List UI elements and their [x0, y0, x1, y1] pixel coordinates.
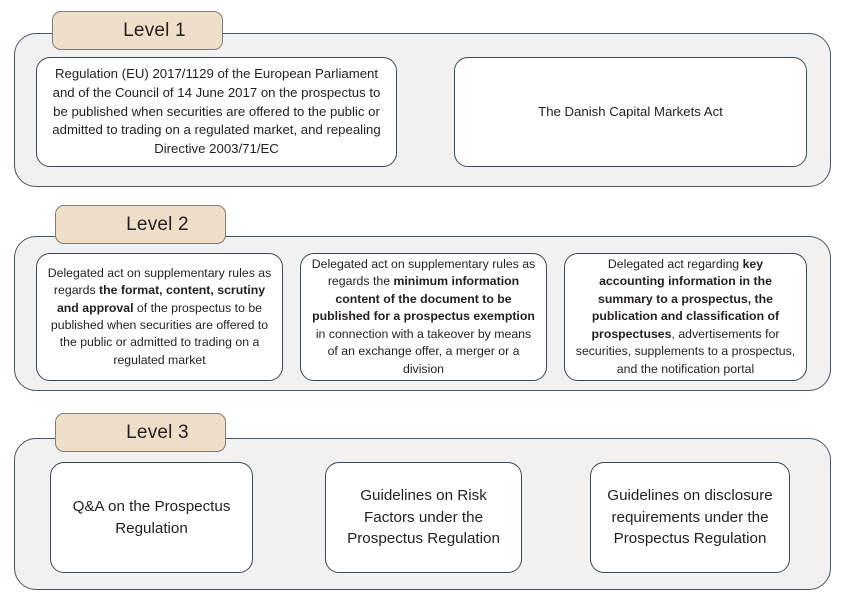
card-delegated-act-minimum-information-text: Delegated act on supplementary rules as … [311, 256, 536, 376]
card-danish-capital-markets-act[interactable]: The Danish Capital Markets Act [454, 57, 807, 167]
card-guidelines-risk-factors-text: Guidelines on Risk Factors under the Pro… [347, 487, 500, 548]
level-1-badge: Level 1 [52, 11, 223, 50]
card-delegated-act-key-accounting[interactable]: Delegated act regarding key accounting i… [564, 253, 807, 381]
level-2-badge: Level 2 [55, 205, 226, 244]
card-delegated-act-format-content[interactable]: Delegated act on supplementary rules as … [36, 253, 283, 381]
level-3-badge: Level 3 [55, 413, 226, 452]
level-2-badge-label: Level 2 [126, 213, 189, 235]
card-prospectus-regulation[interactable]: Regulation (EU) 2017/1129 of the Europea… [36, 57, 397, 167]
card-danish-capital-markets-act-text: The Danish Capital Markets Act [538, 103, 723, 119]
card-prospectus-regulation-text: Regulation (EU) 2017/1129 of the Europea… [52, 66, 381, 157]
card-delegated-act-format-content-text: Delegated act on supplementary rules as … [47, 265, 272, 367]
card-delegated-act-minimum-information[interactable]: Delegated act on supplementary rules as … [300, 253, 547, 381]
card-delegated-act-key-accounting-text: Delegated act regarding key accounting i… [575, 256, 796, 376]
card-qa-prospectus-regulation-text: Q&A on the Prospectus Regulation [72, 497, 231, 537]
card-guidelines-disclosure-requirements-text: Guidelines on disclosure requirements un… [607, 487, 773, 548]
card-guidelines-disclosure-requirements[interactable]: Guidelines on disclosure requirements un… [590, 462, 790, 573]
card-guidelines-risk-factors[interactable]: Guidelines on Risk Factors under the Pro… [325, 462, 522, 573]
level-1-badge-label: Level 1 [123, 19, 186, 41]
level-3-badge-label: Level 3 [126, 421, 189, 443]
card-qa-prospectus-regulation[interactable]: Q&A on the Prospectus Regulation [50, 462, 253, 573]
